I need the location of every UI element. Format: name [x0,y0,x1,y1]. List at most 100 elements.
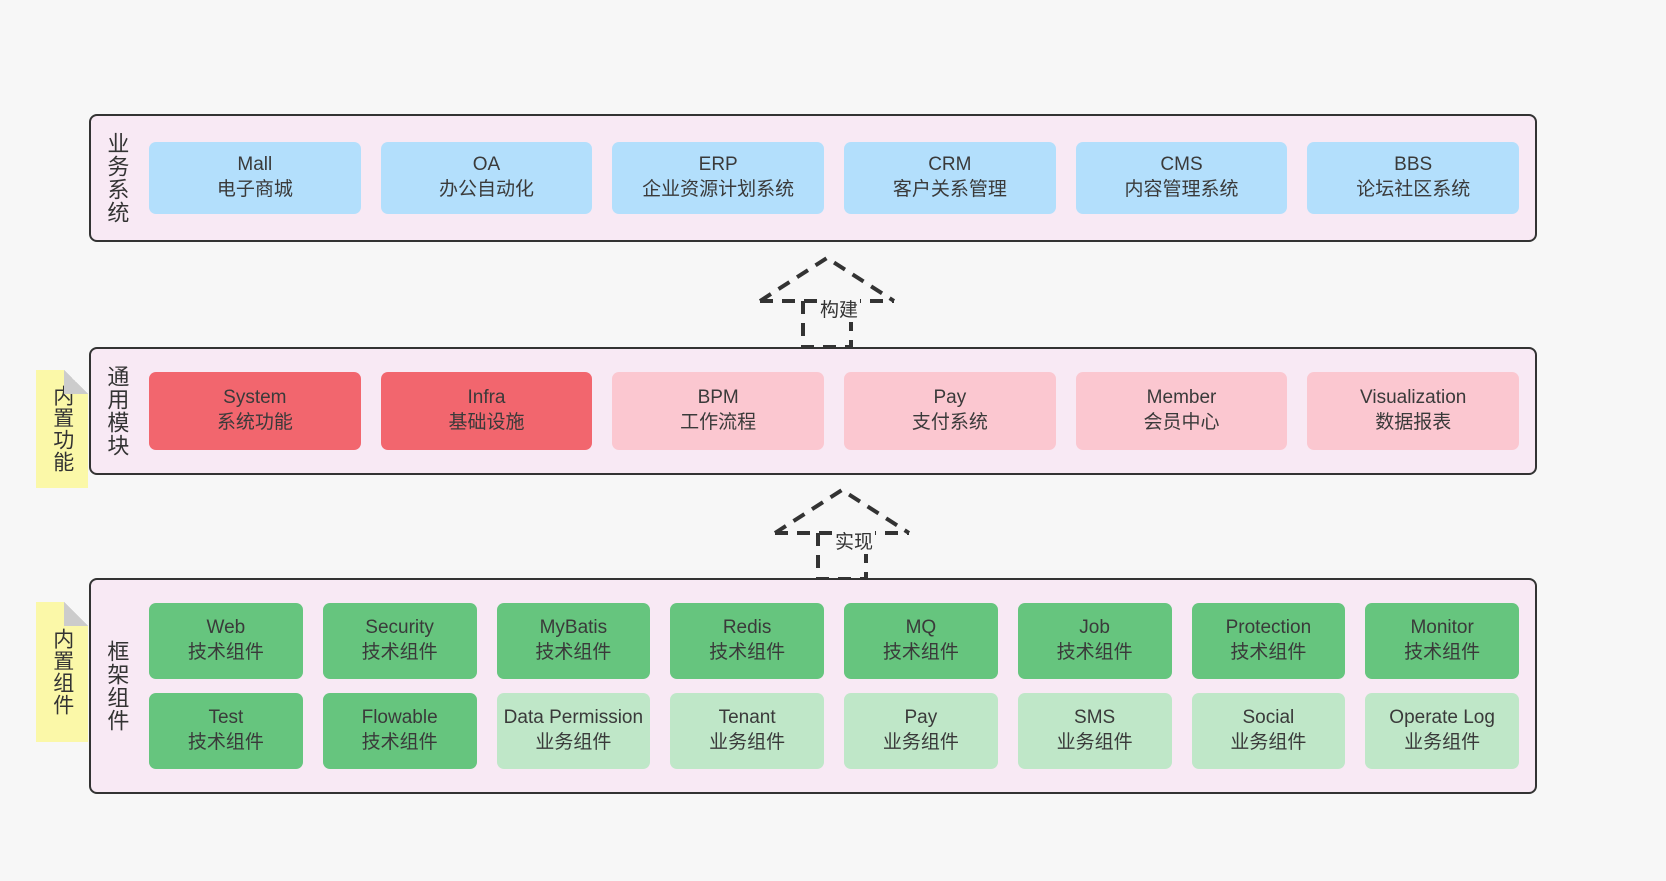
card-title: Pay [904,707,938,729]
arrowhead-open-triangle-icon [758,255,896,303]
card-subtitle: 支付系统 [911,412,988,433]
card-title: Pay [933,387,967,409]
component-card-pay[interactable]: Pay 业务组件 [844,693,998,769]
business-card-cms[interactable]: CMS 内容管理系统 [1075,142,1288,214]
connector-implement-label: 实现 [833,527,876,554]
component-card-web[interactable]: Web 技术组件 [149,603,303,679]
component-card-job[interactable]: Job 技术组件 [1017,603,1172,679]
card-title: Visualization [1360,387,1467,409]
layer-business-systems: 业务系统 Mall 电子商城 OA 办公自动化 ERP 企业资源计划系统 CRM… [89,114,1537,242]
card-title: OA [472,154,501,176]
component-card-security[interactable]: Security 技术组件 [322,603,477,679]
card-subtitle: 技术组件 [535,642,612,663]
layer-common-modules: 通用模块 System 系统功能 Infra 基础设施 BPM 工作流程 Pay… [89,347,1537,475]
component-card-test[interactable]: Test 技术组件 [149,693,303,769]
card-subtitle: 内容管理系统 [1124,179,1239,200]
common-row: System 系统功能 Infra 基础设施 BPM 工作流程 Pay 支付系统… [149,372,1520,450]
card-subtitle: 技术组件 [1056,642,1133,663]
module-card-pay[interactable]: Pay 支付系统 [844,372,1056,450]
card-subtitle: 电子商城 [216,179,293,200]
component-card-redis[interactable]: Redis 技术组件 [670,603,824,679]
card-subtitle: 论坛社区系统 [1356,179,1471,200]
component-card-tenant[interactable]: Tenant 业务组件 [670,693,824,769]
card-title: Redis [722,617,772,639]
card-title: Operate Log [1389,707,1495,729]
card-title: CRM [928,154,972,176]
card-subtitle: 业务组件 [535,732,612,753]
component-card-sms[interactable]: SMS 业务组件 [1017,693,1172,769]
card-title: BPM [697,387,739,409]
component-card-mybatis[interactable]: MyBatis 技术组件 [496,603,651,679]
module-card-system[interactable]: System 系统功能 [149,372,361,450]
card-title: Monitor [1410,617,1474,639]
layer-framework-body: Web 技术组件 Security 技术组件 MyBatis 技术组件 Redi… [141,580,1535,792]
card-title: Tenant [718,707,776,729]
card-title: BBS [1394,154,1433,176]
layer-business-title: 业务系统 [104,132,130,224]
component-card-operate-log[interactable]: Operate Log 业务组件 [1365,693,1519,769]
card-subtitle: 技术组件 [1230,642,1307,663]
component-card-data-permission[interactable]: Data Permission 业务组件 [496,693,651,769]
layer-framework-components: 框架组件 Web 技术组件 Security 技术组件 MyBatis 技术组件… [89,578,1537,794]
module-card-member[interactable]: Member 会员中心 [1075,372,1288,450]
card-subtitle: 业务组件 [1404,732,1481,753]
component-card-protection[interactable]: Protection 技术组件 [1191,603,1346,679]
module-card-infra[interactable]: Infra 基础设施 [380,372,593,450]
layer-common-title: 通用模块 [104,365,130,457]
card-subtitle: 技术组件 [1404,642,1481,663]
card-subtitle: 技术组件 [187,642,264,663]
layer-framework-title: 框架组件 [104,640,130,732]
card-title: Flowable [361,707,438,729]
card-title: CMS [1160,154,1203,176]
business-row: Mall 电子商城 OA 办公自动化 ERP 企业资源计划系统 CRM 客户关系… [149,142,1520,214]
business-card-crm[interactable]: CRM 客户关系管理 [844,142,1056,214]
card-title: Social [1242,707,1295,729]
card-title: Test [208,707,244,729]
card-title: Security [365,617,434,639]
component-card-flowable[interactable]: Flowable 技术组件 [322,693,477,769]
card-title: Protection [1225,617,1312,639]
business-card-mall[interactable]: Mall 电子商城 [149,142,361,214]
business-card-erp[interactable]: ERP 企业资源计划系统 [612,142,825,214]
card-title: MQ [905,617,937,639]
card-subtitle: 基础设施 [448,412,525,433]
card-subtitle: 会员中心 [1143,412,1220,433]
card-title: MyBatis [539,617,608,639]
card-title: SMS [1074,707,1116,729]
note-builtin-components: 内置组件 [36,602,88,742]
business-card-bbs[interactable]: BBS 论坛社区系统 [1307,142,1520,214]
card-title: Member [1146,387,1217,409]
component-card-mq[interactable]: MQ 技术组件 [844,603,998,679]
card-title: Web [206,617,246,639]
card-title: Job [1079,617,1110,639]
layer-common-body: System 系统功能 Infra 基础设施 BPM 工作流程 Pay 支付系统… [141,349,1535,473]
note-builtin-features: 内置功能 [36,370,88,488]
card-subtitle: 客户关系管理 [892,179,1007,200]
card-title: System [223,387,287,409]
connector-build-label: 构建 [818,295,861,322]
card-subtitle: 技术组件 [187,732,264,753]
framework-row-tech: Web 技术组件 Security 技术组件 MyBatis 技术组件 Redi… [149,603,1519,679]
card-subtitle: 办公自动化 [439,179,535,200]
layer-business-body: Mall 电子商城 OA 办公自动化 ERP 企业资源计划系统 CRM 客户关系… [141,116,1535,240]
card-subtitle: 业务组件 [882,732,959,753]
component-card-social[interactable]: Social 业务组件 [1191,693,1346,769]
card-subtitle: 业务组件 [1230,732,1307,753]
card-subtitle: 技术组件 [882,642,959,663]
card-subtitle: 系统功能 [216,412,293,433]
card-subtitle: 技术组件 [361,732,438,753]
module-card-bpm[interactable]: BPM 工作流程 [612,372,825,450]
business-card-oa[interactable]: OA 办公自动化 [380,142,593,214]
card-subtitle: 业务组件 [1056,732,1133,753]
connector-implement: 实现 [770,485,950,595]
card-subtitle: 工作流程 [680,412,757,433]
component-card-monitor[interactable]: Monitor 技术组件 [1365,603,1519,679]
card-title: Mall [237,154,273,176]
module-card-visualization[interactable]: Visualization 数据报表 [1307,372,1520,450]
card-subtitle: 数据报表 [1375,412,1452,433]
card-title: ERP [698,154,738,176]
arrowhead-open-triangle-icon [773,487,911,535]
card-subtitle: 技术组件 [709,642,786,663]
card-subtitle: 业务组件 [709,732,786,753]
